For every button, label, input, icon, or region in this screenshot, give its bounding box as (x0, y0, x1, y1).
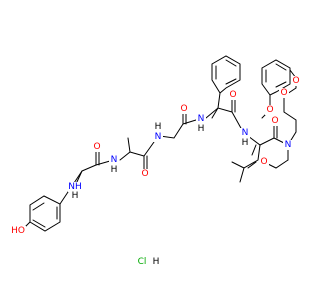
atom-o-crown-ether-3: O (260, 157, 267, 167)
atom-n-leucine: N (242, 128, 249, 138)
atom-o-phenylalanine-carbonyl: O (229, 90, 236, 100)
atom-o-phenol-hydroxyl: HO (11, 226, 25, 236)
atom-h-phenylalanine: H (198, 124, 205, 134)
atom-labels: NH H N H N H N H N H N O O O O O O (10, 76, 300, 267)
atom-h-alanine: H (111, 165, 118, 175)
atom-o-glycine-carbonyl: O (180, 104, 187, 114)
atom-o-leucine-carbonyl: O (271, 116, 278, 126)
atom-o-alanine-carbonyl: O (141, 169, 148, 179)
atom-h-leucine: H (242, 138, 249, 148)
atom-o-crown-ether-4: O (266, 105, 273, 115)
salt-hydrogen: H (153, 257, 160, 267)
atom-o-crown-ether-2: O (280, 88, 287, 98)
molecule-diagram: NH H N H N H N H N H N O O O O O O (10, 55, 300, 267)
atom-n-tyrosine-amine: NH (68, 182, 82, 192)
atom-h-glycine: H (155, 122, 162, 132)
atom-o-tyrosine-carbonyl: O (93, 142, 100, 152)
atom-n-crown-amide: N (285, 140, 292, 150)
bond-lines (21, 55, 297, 232)
atom-h-tyrosine-amine: H (72, 191, 79, 201)
atom-n-alanine: N (111, 155, 118, 165)
structure-drawing: NH H N H N H N H N H N O O O O O O (10, 55, 300, 267)
atom-n-phenylalanine: N (198, 114, 205, 124)
atom-n-glycine: N (155, 132, 162, 142)
atom-o-crown-ether-1: O (292, 76, 299, 86)
salt-chloride: Cl (138, 257, 147, 267)
